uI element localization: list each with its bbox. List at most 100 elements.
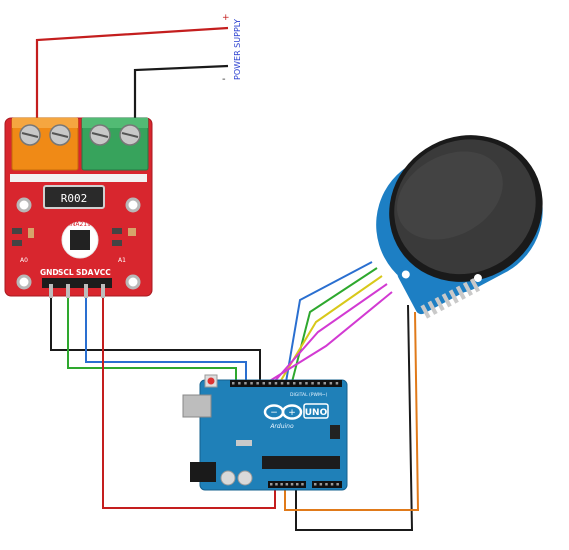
- header-pin: [329, 382, 333, 385]
- screw-slot: [91, 132, 109, 138]
- display-gnd-wire: [295, 304, 414, 531]
- dc-power-jack: [190, 462, 216, 482]
- power-plus-wire: [35, 26, 229, 125]
- sensor-pin-sda: [84, 284, 88, 298]
- header-pin: [311, 382, 314, 385]
- power-plus-sign: +: [222, 13, 230, 23]
- header-pin: [319, 483, 323, 486]
- header-pin: [286, 382, 290, 385]
- header-pin: [299, 382, 302, 385]
- arduino-brand-label: Arduino: [269, 423, 294, 430]
- smd-component: [12, 228, 22, 234]
- header-pin: [336, 483, 339, 486]
- smd-component: [112, 240, 122, 246]
- mount-hole: [125, 274, 141, 290]
- display-pin: [427, 300, 438, 315]
- header-pin: [290, 483, 294, 486]
- sensor-pin-scl: [66, 284, 70, 298]
- capacitor: [237, 470, 253, 486]
- sensor-gnd-wire: [50, 295, 261, 383]
- mount-hole: [473, 274, 482, 283]
- header-pin: [335, 382, 339, 385]
- header-pin: [305, 382, 308, 385]
- shunt-resistor-label: R002: [61, 192, 88, 205]
- header-pin: [262, 382, 265, 385]
- silkscreen-strip: [10, 174, 147, 182]
- display-magenta-wire-1: [273, 283, 388, 383]
- smd-component: [12, 240, 22, 246]
- capacitor: [220, 470, 236, 486]
- usb-port: [182, 394, 212, 418]
- display-pin: [462, 281, 473, 297]
- smd-component: [112, 228, 122, 234]
- arduino-uno-board: DIGITAL (PWM~) − + UNO Arduino: [182, 374, 348, 491]
- display-vcc-wire: [284, 311, 420, 511]
- mount-hole: [16, 274, 32, 290]
- header-pin: [317, 382, 320, 385]
- reset-button-cap: [207, 377, 215, 385]
- header-pin: [296, 483, 299, 486]
- smd-component: [28, 228, 34, 238]
- header-pin: [330, 483, 334, 486]
- header-pin: [285, 483, 289, 486]
- screw-slot: [21, 132, 39, 138]
- header-pin: [274, 382, 278, 385]
- header-pin: [280, 382, 284, 385]
- arduino-logo: − +: [263, 404, 303, 420]
- display-green-wire: [291, 267, 378, 383]
- header-pin: [280, 483, 283, 486]
- arduino-model-label: UNO: [305, 408, 328, 418]
- bottom-header-pins: [270, 483, 339, 486]
- header-pin: [270, 483, 273, 486]
- power-minus-wire: [133, 64, 229, 125]
- header-pin: [244, 382, 247, 385]
- mount-hole: [16, 197, 32, 213]
- header-pin: [293, 382, 296, 385]
- arduino-logo-plus: +: [288, 408, 296, 418]
- sensor-pin-sda-label: SDA: [76, 268, 94, 277]
- power-supply-label: POWER SUPPLY: [233, 19, 242, 80]
- header-pin: [250, 382, 253, 385]
- smd-component: [128, 228, 136, 236]
- display-blue-wire: [285, 261, 373, 383]
- sensor-pin-gnd-label: GND: [40, 268, 59, 277]
- header-pin: [314, 483, 317, 486]
- sensor-scl-wire: [67, 295, 237, 383]
- header-pin: [232, 382, 235, 385]
- address-label-a1: A1: [118, 257, 126, 264]
- display-pin: [469, 278, 481, 293]
- screw-slot: [121, 132, 139, 138]
- header-pin: [256, 382, 259, 385]
- sensor-header: [42, 278, 112, 288]
- sensor-vcc-wire: [102, 295, 276, 509]
- display-pin: [448, 289, 459, 304]
- current-sensor-board: R002 INA219 A0 A1 GND SCL SDA VCC: [4, 117, 153, 298]
- display-pin: [441, 293, 452, 308]
- shunt-resistor: [43, 185, 105, 209]
- display-screen-sheen: [397, 151, 503, 240]
- sensor-ic: [70, 230, 90, 250]
- uno-badge: [303, 403, 329, 419]
- screw-terminal-orange-top: [12, 118, 78, 128]
- sensor-pin-gnd: [49, 284, 53, 298]
- sensor-pin-scl-label: SCL: [58, 268, 74, 277]
- mount-hole: [125, 197, 141, 213]
- header-pin: [268, 382, 272, 385]
- display-pin: [420, 304, 431, 319]
- header-pin: [238, 382, 241, 385]
- display-header: [420, 278, 481, 319]
- digital-header-pins: [232, 382, 339, 385]
- display-magenta-wire-2: [267, 291, 393, 383]
- screw-slot: [51, 132, 69, 138]
- screw-terminal-green-top: [82, 118, 148, 128]
- sensor-pin-vcc-label: VCC: [94, 268, 111, 277]
- digital-header-label: DIGITAL (PWM~): [290, 392, 328, 398]
- display-pin: [434, 296, 445, 312]
- sensor-pin-vcc: [101, 284, 105, 298]
- icsp-header: [330, 425, 340, 439]
- header-pin: [275, 483, 278, 486]
- arduino-logo-loop-right: [281, 404, 303, 420]
- arduino-logo-minus: −: [270, 408, 278, 418]
- header-pin: [323, 382, 326, 385]
